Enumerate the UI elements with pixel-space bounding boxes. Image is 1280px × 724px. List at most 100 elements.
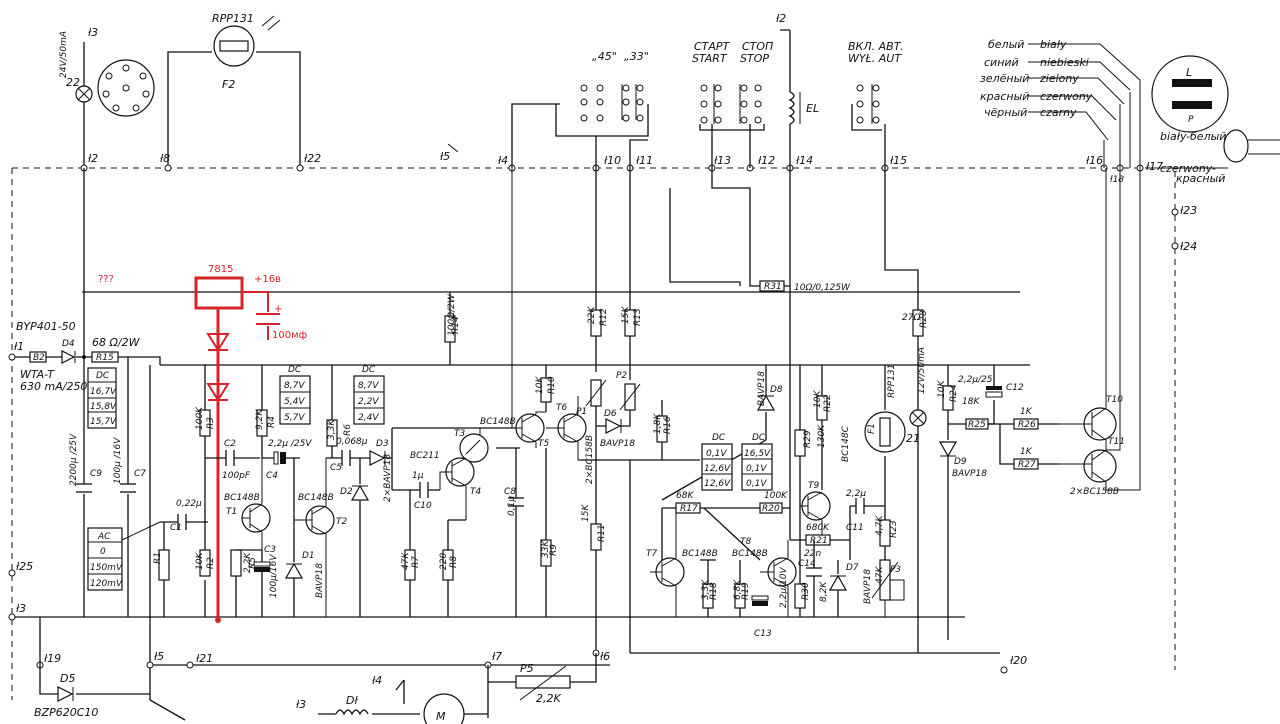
board-outline (11, 167, 1176, 700)
t9-label: T9 (808, 481, 819, 491)
r13-val: 15K (621, 306, 631, 324)
t3-label: T3 (454, 429, 465, 439)
term-label: ł3 (88, 26, 98, 39)
c7-val: 100μ /16V (113, 437, 123, 484)
stage-t10-t11: 2,2μ/25 C12 18K R25 R26 1K R27 1K T10 T1… (948, 168, 1141, 497)
regulator-annotation: ??? 7815 +16в + 100мф (98, 264, 307, 623)
r24-val: 10K (937, 380, 947, 398)
c14-label: C14 (798, 559, 816, 569)
dc-table-4: DC 0,1V 12,6V 12,6V (701, 433, 733, 491)
stage-r6-d3: 3,3K R6 0,068μ C5 D3 D2 2×BAVP18 (326, 365, 393, 617)
dc-table-1: DC 16,7V 15,8V 15,7V (87, 367, 117, 429)
c5-val: 0,068μ (336, 437, 368, 447)
c11-label: C11 (846, 523, 864, 533)
top-terminals: ł2 ł8 ł22 ł5 ł4 ł10 ł11 ł13 ł12 ł14 ł15 … (80, 12, 1197, 253)
c9-label: C9 (90, 469, 102, 479)
r19-val: 6,8K (733, 579, 743, 600)
b2-label: B2 (33, 353, 45, 363)
stage-t9: 10K R22 R29 130K T9 BC148C R21 680K C14 … (790, 365, 873, 617)
t1-val: BC148B (224, 493, 260, 503)
auto-pl: WYŁ. AUT (848, 52, 902, 65)
term-label: ł14 (796, 154, 813, 167)
r10-label: R10 (547, 376, 557, 394)
d7-label: D7 (846, 563, 859, 573)
r20-val: 100K (764, 491, 788, 501)
bottom-section: ł19 D5 BZP620C10 ł5 ł21 ł7 ł6 ł20 P5 2,2… (34, 617, 1027, 724)
c13-label: C13 (754, 629, 772, 639)
byp-label: BYP401-50 (16, 320, 76, 333)
p2-label: P2 (616, 371, 627, 381)
dc-row: 15,7V (90, 417, 117, 427)
r18-label: R18 (709, 582, 719, 600)
term-label: ł5 (440, 150, 450, 163)
r20-label: R20 (762, 504, 780, 514)
r15-label: R15 (96, 353, 114, 363)
ac-table: AC 0 150mV 120mV (87, 521, 161, 591)
sw45-label: „45" (592, 50, 617, 63)
r22-label: R22 (823, 394, 833, 412)
d1-val: BAVP18 (315, 563, 325, 598)
term-label: ł6 (600, 650, 610, 663)
qqq-label: ??? (98, 274, 114, 285)
d8-val: BAVP18 (757, 371, 767, 406)
r29-val: 130K (817, 424, 827, 448)
r1-label: R1 (153, 552, 163, 564)
term-label: ł5 (154, 650, 164, 663)
auto-ru: ВКЛ. АВТ. (848, 40, 904, 53)
c7-label: C7 (134, 469, 146, 479)
t2-label: T2 (336, 517, 347, 527)
r15-val: 68 Ω/2W (92, 336, 141, 349)
r11-val: 15K (581, 504, 591, 522)
term-label: ł4 (372, 674, 382, 687)
out3-label: красный (1176, 172, 1225, 185)
c8-label: C8 (504, 487, 516, 497)
t2-val: BC148B (298, 493, 334, 503)
reg-label: 7815 (208, 264, 233, 275)
sw33-label: „33" (624, 50, 649, 63)
term-label: ł23 (1180, 204, 1197, 217)
dc-table-5: DC 16,5V 0,1V 0,1V (741, 433, 773, 491)
c2-val: 100pF (222, 471, 251, 481)
r4-val: 9,2K (255, 409, 265, 430)
term-label: ł11 (636, 154, 653, 167)
t3-val: BC148B (480, 417, 516, 427)
r9-label: R9 (549, 544, 559, 556)
c12-val: 2,2μ/25 (958, 375, 993, 385)
term-label: ł1 (14, 340, 24, 353)
term-label: ł12 (758, 154, 775, 167)
t7-label: T7 (646, 549, 657, 559)
el-coil: EL (780, 29, 819, 168)
term-label: ł4 (498, 154, 508, 167)
w3-ru: зелёный (980, 72, 1029, 85)
term-label: ł22 (304, 152, 321, 165)
d5-label: D5 (60, 672, 75, 685)
f2-label: F2 (222, 78, 235, 91)
d9-label: D9 (954, 457, 967, 467)
start-stop-switch: СТАРТ START СТОП STOP (692, 40, 773, 168)
r6-label: R6 (343, 424, 353, 436)
coil-l: L (1186, 66, 1192, 79)
term-label: ł3 (16, 602, 26, 615)
r28-lamp-d9: 27Ω R28 12V/50mA 21 10K R24 D9 BAVP18 (884, 168, 987, 653)
term-label: ł10 (604, 154, 621, 167)
r24-label: R24 (949, 384, 959, 402)
lamp21-val: 12V/50mA (917, 347, 927, 394)
term-label: ł24 (1180, 240, 1197, 253)
term-label: ł17 (1146, 160, 1163, 173)
c3-label: C3 (264, 545, 276, 555)
photoresistor-f2: RPP131 F2 (167, 12, 301, 168)
w2-ru: синий (984, 56, 1019, 69)
r22-val: 10K (813, 390, 823, 408)
stop-ru: СТОП (742, 40, 773, 53)
term-label: ł3 (296, 698, 306, 711)
r26-val: 1K (1020, 407, 1033, 417)
ac-row: 120mV (90, 579, 123, 589)
d8-label: D8 (770, 385, 783, 395)
dc-table-2: DC 8,7V 5,4V 5,7V (279, 365, 311, 425)
t5-label: T5 (538, 439, 549, 449)
c4-val: 2,2μ /25V (268, 439, 312, 449)
r27-label: R27 (1018, 460, 1036, 470)
dc-row: 0,1V (706, 449, 727, 459)
dc-row: 2,2V (358, 397, 379, 407)
r19-label: R19 (741, 582, 751, 600)
